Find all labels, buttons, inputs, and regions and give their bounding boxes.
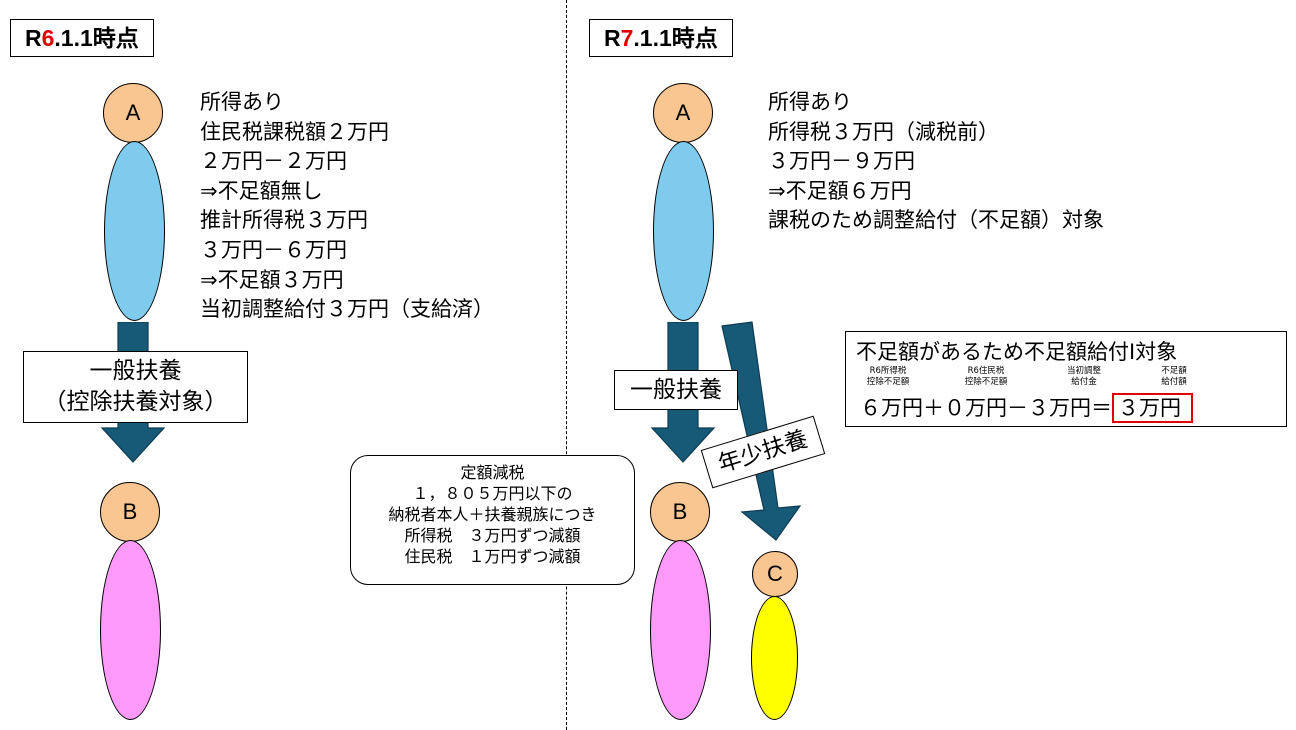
left-person-b-label: B (122, 499, 138, 524)
info-line: ３万円－６万円 (200, 237, 347, 262)
right-person-c-body (751, 596, 798, 720)
left-person-a-head: A (103, 83, 163, 143)
dependent-label-line-1: 一般扶養 (89, 358, 182, 384)
info-line: ２万円－２万円 (200, 149, 347, 174)
info-line: 住民税課税額２万円 (200, 119, 389, 144)
right-person-b-body (650, 540, 711, 720)
calc-col-label-1: R6所得税控除不足額 (866, 366, 910, 387)
note-line: １，８０５万円以下の (412, 484, 573, 503)
note-line: 住民税 １万円ずつ減額 (404, 547, 581, 566)
info-line: ⇒不足額６万円 (768, 178, 912, 203)
info-line: 当初調整給付３万円（支給済） (200, 297, 494, 322)
right-info-text: 所得あり 所得税３万円（減税前） ３万円－９万円 ⇒不足額６万円 課税のため調整… (768, 88, 1104, 236)
calc-formula: ６万円＋０万円－３万円＝３万円 (860, 392, 1193, 423)
right-person-a-body (653, 141, 714, 321)
info-line: 所得税３万円（減税前） (768, 119, 999, 144)
calc-box: 不足額があるため不足額給付Ⅰ対象 R6所得税控除不足額 R6住民税控除不足額 当… (845, 331, 1287, 427)
right-date-label: R7.1.1時点 (589, 19, 733, 57)
calc-result: ３万円 (1112, 393, 1193, 423)
right-person-c-head: C (752, 551, 798, 597)
right-person-a-label: A (675, 100, 691, 125)
calc-title: 不足額があるため不足額給付Ⅰ対象 (856, 340, 1178, 364)
info-line: ３万円－９万円 (768, 149, 915, 174)
calc-col-label-2: R6住民税控除不足額 (964, 366, 1008, 387)
left-person-b-head: B (100, 482, 160, 542)
right-person-b-label: B (672, 499, 688, 524)
right-person-c-label: C (767, 561, 783, 586)
info-line: ⇒不足額無し (200, 178, 323, 203)
right-person-b-head: B (650, 482, 710, 542)
dependent-label-line-2: （控除扶養対象） (43, 389, 228, 415)
note-line: 定額減税 (460, 463, 525, 482)
center-note-box: 定額減税 １，８０５万円以下の 納税者本人＋扶養親族につき 所得税 ３万円ずつ減… (350, 455, 635, 585)
info-line: 所得あり (200, 90, 284, 114)
center-divider (566, 0, 567, 730)
calc-col-label-3: 当初調整給付金 (1066, 366, 1101, 387)
left-dependent-label: 一般扶養 （控除扶養対象） (23, 351, 248, 423)
left-person-a-body (104, 141, 165, 321)
info-line: 所得あり (768, 90, 852, 114)
left-date-label: R6.1.1時点 (10, 19, 154, 57)
right-general-label: 一般扶養 (614, 370, 738, 410)
info-line: ⇒不足額３万円 (200, 267, 344, 292)
info-line: 推計所得税３万円 (200, 208, 368, 233)
note-line: 所得税 ３万円ずつ減額 (404, 526, 581, 545)
info-line: 課税のため調整給付（不足額）対象 (768, 208, 1104, 233)
left-info-text: 所得あり 住民税課税額２万円 ２万円－２万円 ⇒不足額無し 推計所得税３万円 ３… (200, 88, 494, 325)
right-person-a-head: A (653, 83, 713, 143)
left-person-a-label: A (125, 100, 141, 125)
left-person-b-body (100, 540, 161, 720)
calc-col-label-4: 不足額給付額 (1161, 366, 1187, 387)
note-line: 納税者本人＋扶養親族につき (388, 505, 597, 524)
